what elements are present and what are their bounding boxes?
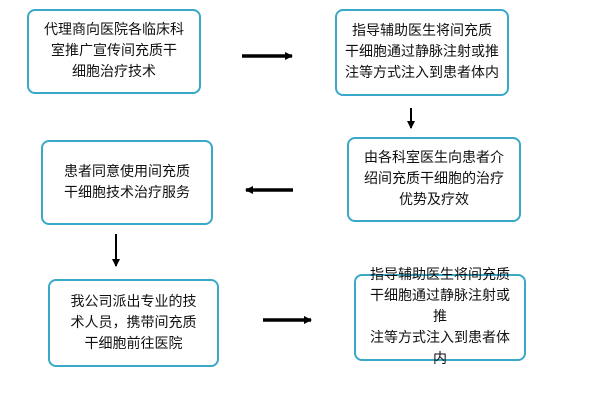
- node-text-line: 指导辅助医生将间充质: [370, 267, 510, 283]
- node-text-line: 优势及疗效: [399, 192, 469, 208]
- node-text-line: 指导辅助医生将间充质: [352, 23, 492, 39]
- node-text-line: 我公司派出专业的技: [70, 293, 197, 310]
- flow-node-promote: 代理商向医院各临床科 室推广宣传间充质干 细胞治疗技术: [27, 9, 201, 94]
- node-text-line: 细胞治疗技术: [72, 64, 156, 80]
- node-text-line: 干细胞通过静脉注射或推: [370, 288, 510, 325]
- flow-node-guide-injection-top: 指导辅助医生将间充质 干细胞通过静脉注射或推 注等方式注入到患者体内: [335, 9, 509, 96]
- node-text-line: 术人员，携带间充质: [70, 314, 197, 331]
- node-text-line: 室推广宣传间充质干: [51, 43, 177, 59]
- node-text-line: 注等方式注入到患者体内: [345, 65, 499, 81]
- flow-node-introduce-to-patient: 由各科室医生向患者介 绍间充质干细胞的治疗 优势及疗效: [347, 137, 521, 222]
- node-text-line: 干细胞前往医院: [84, 335, 183, 352]
- node-text-line: 注等方式注入到患者体内: [370, 330, 510, 367]
- node-text-line: 代理商向医院各临床科: [44, 22, 184, 38]
- flow-node-patient-consent: 患者同意使用间充质 干细胞技术治疗服务: [41, 140, 213, 225]
- node-text-line: 干细胞通过静脉注射或推: [345, 44, 499, 60]
- node-text-line: 干细胞技术治疗服务: [64, 184, 190, 201]
- flow-node-send-technician: 我公司派出专业的技 术人员，携带间充质 干细胞前往医院: [48, 279, 219, 367]
- flow-node-guide-injection-bottom: 指导辅助医生将间充质 干细胞通过静脉注射或推 注等方式注入到患者体内: [354, 267, 526, 367]
- node-text-line: 由各科室医生向患者介: [364, 150, 504, 166]
- node-text-line: 绍间充质干细胞的治疗: [364, 171, 504, 187]
- node-text-line: 患者同意使用间充质: [64, 163, 190, 180]
